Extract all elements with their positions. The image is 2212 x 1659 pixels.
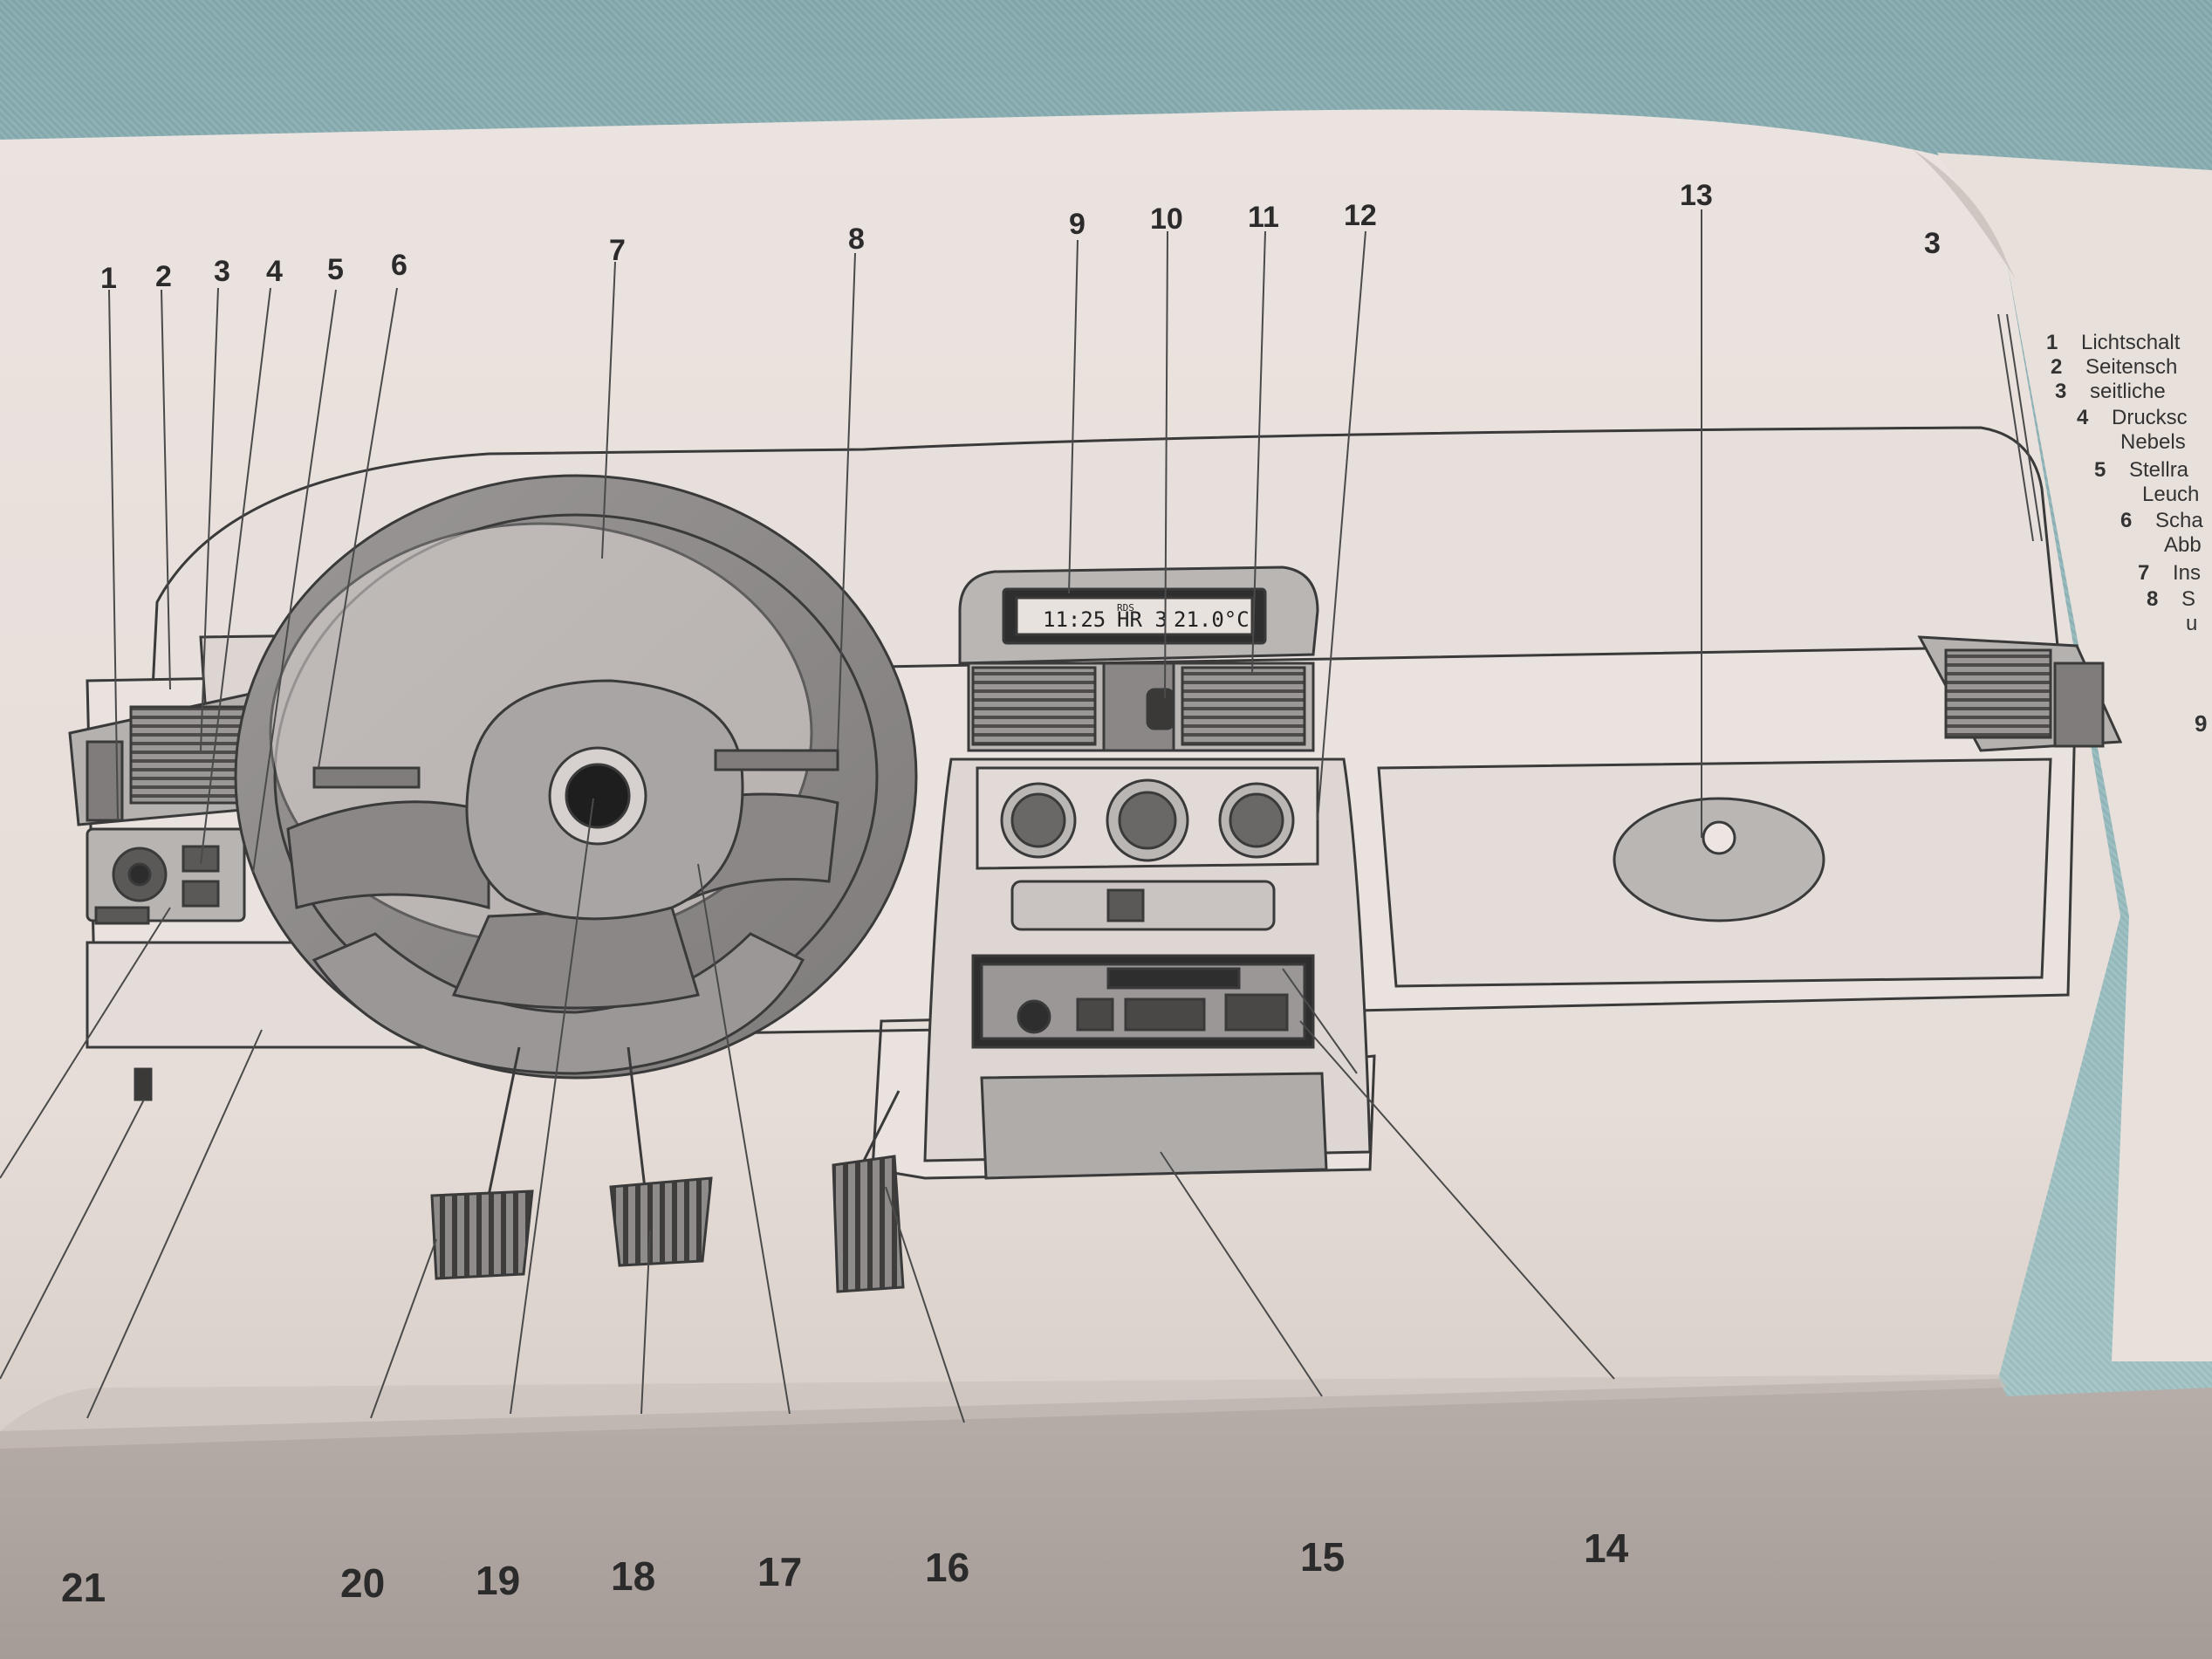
callouts-bottom: 21 20 19 18 17 16 15 14 <box>61 1525 1629 1610</box>
callout-21: 21 <box>61 1565 106 1610</box>
legend-item-6-cont: Abb <box>2164 533 2202 557</box>
right-air-vent[interactable] <box>1917 635 2123 752</box>
callout-9: 9 <box>1069 208 1085 241</box>
callout-4: 4 <box>266 255 283 288</box>
brake-pedal <box>609 1176 713 1267</box>
callout-1: 1 <box>100 262 117 295</box>
display-rds-tag: RDS <box>1117 602 1134 614</box>
legend-item-6: 6 Scha <box>2120 509 2203 532</box>
display-clock: 11:25 <box>1043 607 1106 632</box>
legend-item-4-cont: Nebels <box>2120 430 2186 454</box>
callout-15: 15 <box>1300 1534 1345 1580</box>
radio-cassette-unit[interactable] <box>971 954 1315 1049</box>
legend-item-7: 7 Ins <box>2138 561 2201 585</box>
svg-text:Nebels: Nebels <box>2120 430 2186 454</box>
accelerator-pedal <box>832 1155 905 1293</box>
steering-wheel[interactable] <box>234 474 918 1080</box>
legend-item-5-cont: Leuch <box>2142 483 2199 506</box>
legend-item-8-cont: u <box>2186 612 2197 635</box>
svg-text:2: 2 <box>2051 355 2062 379</box>
legend-item-3: 3 seitliche <box>2055 380 2166 403</box>
callout-19: 19 <box>476 1558 520 1603</box>
volume-knob <box>1017 999 1051 1034</box>
callout-12: 12 <box>1344 199 1377 232</box>
clutch-pedal <box>430 1189 534 1280</box>
cassette-slot <box>1106 967 1241 990</box>
legend-item-8: 8 S <box>2147 587 2195 611</box>
svg-text:Stellra: Stellra <box>2129 458 2189 482</box>
svg-text:S: S <box>2181 587 2195 611</box>
svg-text:1: 1 <box>2046 331 2058 354</box>
callout-13: 13 <box>1680 179 1713 212</box>
callout-6: 6 <box>391 249 407 282</box>
callout-17: 17 <box>757 1549 802 1594</box>
hazard-switch <box>1146 688 1175 730</box>
callout-leader-lines <box>0 209 2043 1423</box>
callout-14: 14 <box>1584 1525 1629 1571</box>
center-vent-left <box>971 666 1097 746</box>
legend-item-9-num: 9 <box>2195 710 2207 737</box>
callout-18: 18 <box>611 1553 655 1599</box>
callout-7: 7 <box>609 234 626 267</box>
air-distribution-knob <box>1218 782 1295 859</box>
callout-11: 11 <box>1248 201 1279 234</box>
legend-item-4: 4 Drucksc <box>2077 406 2188 429</box>
callout-3-right: 3 <box>1924 227 1941 260</box>
callout-3: 3 <box>214 255 230 288</box>
svg-text:Abb: Abb <box>2164 533 2202 557</box>
display-station: HR 3 <box>1117 607 1168 632</box>
legend-list: 1 Lichtschalt 2 Seitensch 3 seitliche 4 … <box>2046 331 2207 737</box>
radio-info-display: 11:25 RDS HR 3 21.0°C <box>958 566 1319 665</box>
callout-10: 10 <box>1150 202 1183 236</box>
storage-tray[interactable] <box>980 1072 1328 1180</box>
legend-item-5: 5 Stellra <box>2094 458 2189 482</box>
svg-text:u: u <box>2186 612 2197 635</box>
callout-5: 5 <box>327 253 344 286</box>
svg-text:8: 8 <box>2147 587 2158 611</box>
svg-text:Drucksc: Drucksc <box>2112 406 2188 429</box>
left-air-vent[interactable] <box>68 688 272 826</box>
fan-speed-knob <box>1106 778 1189 862</box>
callout-16: 16 <box>925 1545 969 1590</box>
legend-item-1: 1 Lichtschalt <box>2046 331 2181 354</box>
callout-8: 8 <box>848 223 865 256</box>
callout-2: 2 <box>155 260 172 293</box>
svg-text:Scha: Scha <box>2155 509 2203 532</box>
climate-control[interactable] <box>976 766 1319 931</box>
svg-text:Leuch: Leuch <box>2142 483 2199 506</box>
callouts-top: 1 2 3 4 5 6 7 8 9 10 11 12 13 3 <box>100 179 1941 295</box>
pedal-arms <box>487 1046 901 1196</box>
center-air-vents[interactable] <box>967 662 1315 752</box>
svg-text:5: 5 <box>2094 458 2106 482</box>
glovebox-handle <box>1613 797 1825 922</box>
temperature-knob <box>1000 782 1077 859</box>
svg-text:4: 4 <box>2077 406 2089 429</box>
svg-text:Lichtschalt: Lichtschalt <box>2081 331 2181 354</box>
svg-text:Ins: Ins <box>2173 561 2201 585</box>
display-temperature: 21.0°C <box>1174 607 1250 632</box>
light-switch-panel[interactable] <box>86 827 246 925</box>
svg-text:6: 6 <box>2120 509 2132 532</box>
svg-text:7: 7 <box>2138 561 2149 585</box>
glovebox[interactable] <box>1613 797 1825 922</box>
wiper-stalk[interactable] <box>312 749 839 789</box>
legend-item-2: 2 Seitensch <box>2051 355 2177 379</box>
hood-release-lever[interactable] <box>134 1067 153 1101</box>
svg-text:Seitensch: Seitensch <box>2085 355 2177 379</box>
svg-text:seitliche: seitliche <box>2090 380 2166 403</box>
svg-text:3: 3 <box>2055 380 2066 403</box>
callout-20: 20 <box>340 1560 385 1606</box>
center-vent-right <box>1181 666 1306 746</box>
pedals[interactable] <box>430 1155 905 1293</box>
